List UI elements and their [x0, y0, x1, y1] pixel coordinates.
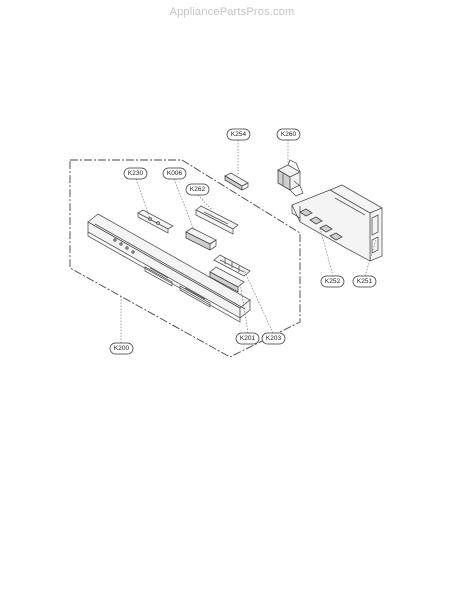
callout-k006: K006: [162, 167, 187, 180]
part-k251-control-board: [291, 184, 383, 262]
callout-k200: K200: [109, 342, 134, 355]
callout-k251-label: K251: [357, 278, 373, 285]
callout-k252: K252: [320, 275, 345, 288]
assembly-boundary: [69, 159, 301, 358]
part-k230-button-strip: [137, 209, 174, 234]
callout-k260: K260: [276, 128, 301, 141]
callout-k251: K251: [352, 275, 377, 288]
callout-k262: K262: [185, 183, 210, 196]
part-k200-control-panel: [87, 213, 251, 323]
part-k254-switch: [224, 172, 249, 191]
watermark-text: AppliancePartsPros.com: [169, 6, 295, 18]
callout-k203-label: K203: [266, 335, 282, 342]
callout-k203: K203: [261, 332, 286, 345]
callout-k006-label: K006: [167, 170, 183, 177]
callout-k200-label: K200: [114, 345, 130, 352]
callout-k262-label: K262: [190, 186, 206, 193]
callout-k230-label: K230: [128, 170, 144, 177]
callout-k201: K201: [235, 332, 260, 345]
part-k006-bracket: [185, 227, 217, 251]
part-k201-button-block: [209, 254, 251, 293]
part-k260-connector: [277, 159, 304, 197]
callout-k252-label: K252: [325, 278, 341, 285]
part-k262-keypad: [195, 205, 239, 235]
callout-k254: K254: [226, 128, 251, 141]
callout-k260-label: K260: [281, 131, 297, 138]
callout-k254-label: K254: [231, 131, 247, 138]
callout-k201-label: K201: [240, 335, 256, 342]
callout-k230: K230: [123, 167, 148, 180]
